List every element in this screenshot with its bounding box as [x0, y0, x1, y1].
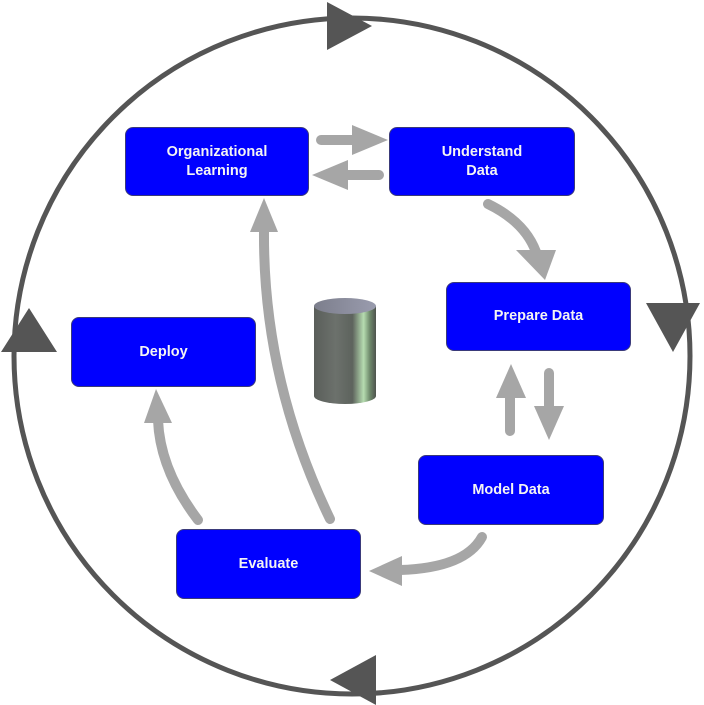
step-organizational-learning[interactable]: Organizational Learning: [125, 127, 309, 196]
arrow-model-to-prepare: [496, 364, 526, 436]
database-cylinder-icon: [314, 298, 376, 404]
arrow-model-to-evaluate: [395, 532, 487, 575]
arrow-understand-to-prepare: [483, 199, 541, 257]
arrow-understand-to-org: [312, 160, 384, 190]
step-deploy[interactable]: Deploy: [71, 317, 256, 387]
step-prepare-data[interactable]: Prepare Data: [446, 282, 631, 351]
arrow-org-to-understand: [316, 125, 388, 155]
arrow-evaluate-to-deploy: [153, 415, 203, 525]
arrow-prepare-to-model: [534, 368, 564, 440]
step-understand-data[interactable]: Understand Data: [389, 127, 575, 196]
cycle-arrowhead-bottom-icon: [330, 655, 376, 705]
step-model-data[interactable]: Model Data: [418, 455, 604, 525]
step-evaluate[interactable]: Evaluate: [176, 529, 361, 599]
cycle-arrowhead-right-icon: [646, 303, 700, 352]
cycle-arrowhead-left-icon: [1, 308, 57, 352]
cycle-arrowhead-top-icon: [327, 2, 372, 50]
arrow-evaluate-to-org: [258, 227, 335, 524]
